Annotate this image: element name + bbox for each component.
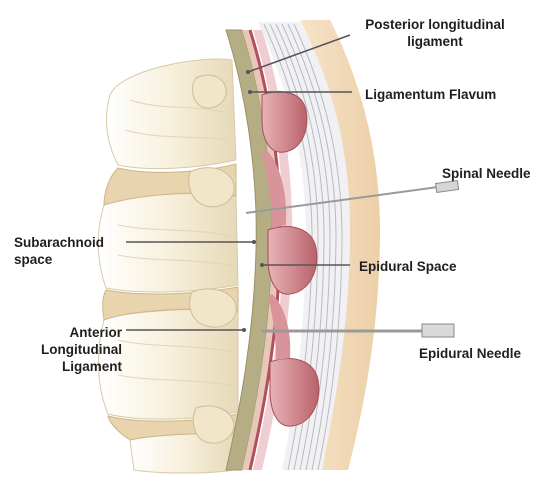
- label-subarachnoid-space: Subarachnoid space: [14, 234, 104, 268]
- label-epidural-needle: Epidural Needle: [419, 345, 521, 362]
- label-spinal-needle: Spinal Needle: [442, 165, 531, 182]
- label-anterior-longitudinal-ligament: Anterior Longitudinal Ligament: [10, 324, 122, 375]
- label-ligamentum-flavum: Ligamentum Flavum: [365, 86, 496, 103]
- label-epidural-space: Epidural Space: [359, 258, 457, 275]
- label-posterior-longitudinal-ligament: Posterior longitudinal ligament: [350, 16, 520, 50]
